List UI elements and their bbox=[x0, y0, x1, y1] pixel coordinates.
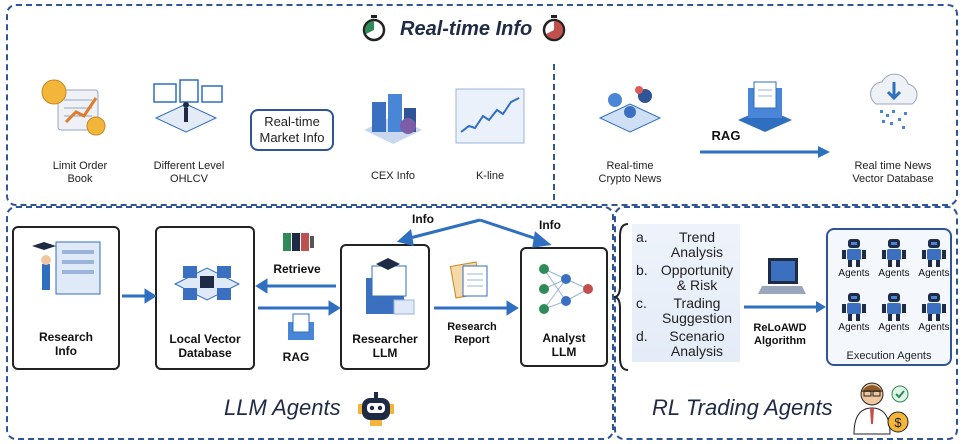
local-db-label: Local Vector Database bbox=[169, 332, 241, 360]
analysis-key: b. bbox=[636, 262, 648, 278]
info-right-label: Info bbox=[539, 218, 561, 232]
agent-label: Agents bbox=[838, 268, 870, 279]
analysis-text: Trading Suggestion bbox=[661, 295, 733, 326]
researcher-label: Researcher LLM bbox=[352, 332, 418, 360]
crypto-news-icon bbox=[595, 82, 665, 138]
neural-net-icon bbox=[539, 264, 593, 314]
algo-arrow bbox=[744, 301, 826, 313]
chart-icon bbox=[455, 88, 525, 144]
database-icon bbox=[173, 266, 241, 301]
crypto-news-label: Real-time Crypto News bbox=[598, 160, 662, 185]
llm-agents-title: LLM Agents bbox=[224, 395, 341, 420]
timer-icon bbox=[540, 14, 568, 42]
book-icon bbox=[32, 241, 101, 295]
realtime-divider bbox=[553, 64, 555, 200]
analysis-key: a. bbox=[636, 229, 648, 245]
agent-robot-icon bbox=[842, 293, 866, 321]
analyst-box: Analyst LLM bbox=[520, 247, 608, 367]
research-info-box: Research Info bbox=[12, 226, 120, 370]
agent-label: Agents bbox=[878, 322, 910, 333]
agent-label: Agents bbox=[838, 322, 870, 333]
svg-text:$: $ bbox=[894, 415, 902, 430]
analysis-item: a. Trend Analysis bbox=[636, 230, 736, 260]
server-icon bbox=[358, 86, 428, 148]
agent-robot: Agents bbox=[834, 238, 874, 279]
cex-info-label: CEX Info bbox=[370, 170, 416, 182]
market-info-box: Real-time Market Info bbox=[250, 109, 334, 151]
analysis-text: Trend Analysis bbox=[670, 229, 724, 260]
realtime-title: Real-time Info bbox=[400, 18, 533, 40]
agent-label: Agents bbox=[918, 268, 950, 279]
agent-robot-icon bbox=[922, 293, 946, 321]
agent-label: Agents bbox=[878, 268, 910, 279]
rag-label-top: RAG bbox=[711, 128, 741, 143]
trader-icon: $ bbox=[853, 382, 909, 435]
rag-server-icon-small bbox=[288, 313, 314, 340]
robot-icon bbox=[358, 392, 394, 426]
analysis-key: d. bbox=[636, 328, 648, 344]
kline-label: K-line bbox=[475, 170, 505, 182]
agent-robot: Agents bbox=[914, 292, 954, 333]
analysis-item: c. Trading Suggestion bbox=[636, 296, 736, 326]
local-db-box: Local Vector Database bbox=[155, 226, 255, 370]
agent-robot-icon bbox=[842, 239, 866, 267]
analysis-list: a. Trend Analysis b. Opportunity & Risk … bbox=[632, 224, 740, 362]
ohlcv-label: Different Level OHLCV bbox=[153, 160, 225, 185]
retrieve-label: Retrieve bbox=[273, 262, 321, 276]
analysis-text: Opportunity & Risk bbox=[660, 262, 734, 293]
research-info-label: Research Info bbox=[38, 330, 94, 358]
rl-agents-title: RL Trading Agents bbox=[652, 395, 833, 420]
agent-robot: Agents bbox=[914, 238, 954, 279]
dashboard-icon bbox=[146, 78, 226, 140]
algorithm-label: ReLoAWD Algorithm bbox=[753, 322, 807, 347]
agent-robot-icon bbox=[922, 239, 946, 267]
report-doc-icon bbox=[449, 261, 488, 299]
agent-robot: Agents bbox=[874, 292, 914, 333]
limit-order-book-label: Limit Order Book bbox=[52, 160, 108, 185]
realtime-section bbox=[6, 4, 958, 206]
agent-robot: Agents bbox=[874, 238, 914, 279]
rag-server-icon bbox=[734, 80, 796, 136]
retrieve-battery-icon bbox=[283, 233, 314, 251]
agent-label: Agents bbox=[918, 322, 950, 333]
llm-arrows bbox=[122, 218, 552, 316]
cloud-icon bbox=[862, 70, 926, 138]
agent-robot-icon bbox=[882, 239, 906, 267]
analysis-text: Scenario Analysis bbox=[669, 328, 725, 359]
stopwatch-icon bbox=[360, 14, 388, 42]
info-left-label: Info bbox=[412, 212, 434, 226]
brace-left bbox=[614, 223, 629, 371]
llm-agents-section bbox=[6, 206, 614, 440]
execution-agents-label: Execution Agents bbox=[846, 350, 932, 362]
laptop-icon bbox=[758, 258, 806, 294]
analysis-item: b. Opportunity & Risk bbox=[636, 263, 736, 293]
analyst-label: Analyst LLM bbox=[542, 331, 586, 359]
market-info-label: Real-time Market Info bbox=[259, 114, 325, 145]
coin-icon bbox=[38, 76, 112, 138]
agent-robot: Agents bbox=[834, 292, 874, 333]
document-icon bbox=[366, 258, 415, 315]
rag-label-bottom: RAG bbox=[282, 350, 310, 364]
analysis-item: d. Scenario Analysis bbox=[636, 329, 736, 359]
vector-db-label: Real time News Vector Database bbox=[852, 160, 934, 185]
research-report-label: Research Report bbox=[447, 321, 497, 346]
news-to-db-arrow bbox=[700, 146, 830, 158]
rl-agents-section bbox=[614, 206, 958, 440]
agent-robot-icon bbox=[882, 293, 906, 321]
analysis-key: c. bbox=[636, 295, 647, 311]
researcher-box: Researcher LLM bbox=[340, 244, 430, 370]
